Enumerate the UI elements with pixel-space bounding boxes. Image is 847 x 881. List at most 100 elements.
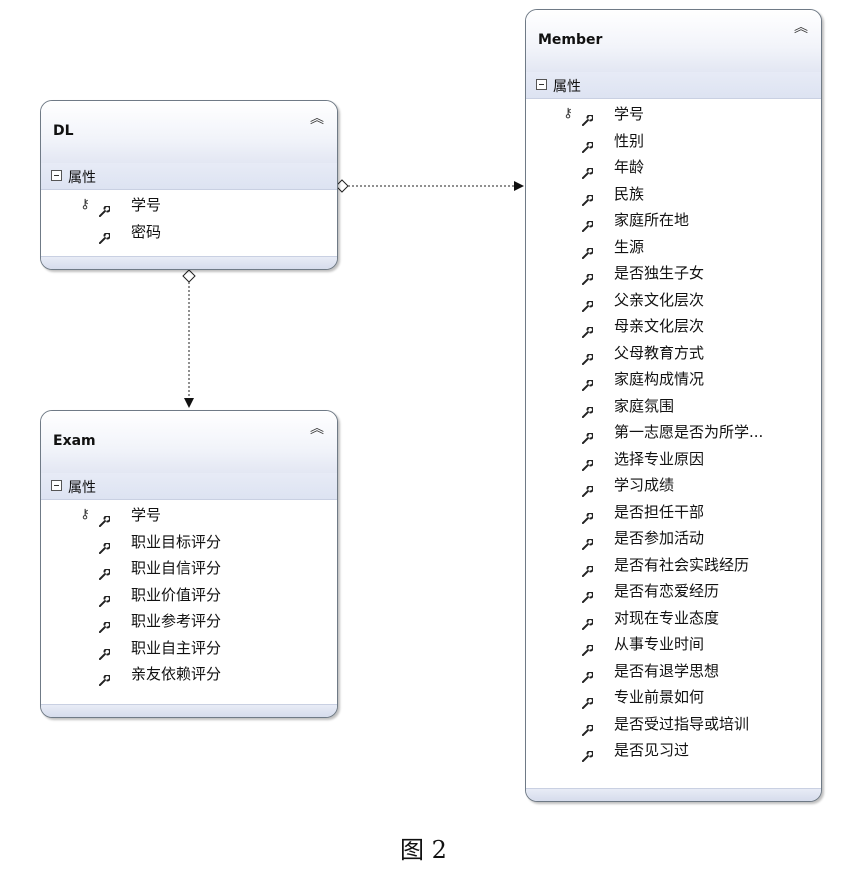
property-row[interactable]: 选择专业原因 (526, 446, 821, 473)
property-name: 对现在专业态度 (614, 608, 720, 627)
wrench-icon (98, 536, 111, 554)
entity-member[interactable]: Member ︽ 属性 ⚷学号性别年龄民族家庭所在地生源是否独生子女父亲文化层次… (525, 9, 822, 802)
property-row[interactable]: 父母教育方式 (526, 340, 821, 367)
properties-section[interactable]: 属性 (41, 163, 337, 190)
section-label: 属性 (68, 170, 96, 186)
property-name: 职业自主评分 (131, 638, 222, 657)
property-name: 性别 (614, 131, 645, 150)
property-row[interactable]: 密码 (41, 219, 337, 246)
property-row[interactable]: 第一志愿是否为所学... (526, 419, 821, 446)
property-row[interactable]: 是否有社会实践经历 (526, 552, 821, 579)
property-name: 母亲文化层次 (614, 317, 705, 335)
property-name: 是否见习过 (614, 741, 690, 759)
property-name: 年龄 (614, 158, 645, 176)
property-name: 学号 (131, 196, 162, 214)
properties-section[interactable]: 属性 (41, 473, 337, 500)
wrench-icon (581, 108, 594, 127)
wrench-icon (98, 226, 111, 244)
entity-header: Exam ︽ (41, 411, 337, 473)
entity-dl[interactable]: DL ︽ 属性 ⚷ 学号密码 (40, 100, 338, 270)
property-row[interactable]: 对现在专业态度 (526, 605, 821, 632)
wrench-icon (581, 559, 594, 577)
wrench-icon (581, 400, 594, 418)
property-row[interactable]: 职业自信评分 (41, 555, 337, 582)
property-name: 第一志愿是否为所学... (614, 423, 764, 441)
property-row[interactable]: 是否受过指导或培训 (526, 711, 821, 738)
entity-footer (41, 256, 337, 269)
property-name: 是否参加活动 (614, 529, 705, 547)
entity-exam[interactable]: Exam ︽ 属性 ⚷ 学号职业目标评分职业自信评分职业价值评分职业参考评分职业自… (40, 410, 338, 718)
entity-title: DL (53, 123, 74, 139)
wrench-icon (581, 294, 594, 312)
property-row[interactable]: 生源 (526, 234, 821, 261)
property-row[interactable]: 是否独生子女 (526, 260, 821, 287)
property-row[interactable]: 父亲文化层次 (526, 287, 821, 314)
property-row[interactable]: 职业自主评分 (41, 635, 337, 662)
property-row[interactable]: 亲友依赖评分 (41, 661, 337, 688)
property-row[interactable]: 是否参加活动 (526, 525, 821, 552)
property-name: 职业目标评分 (131, 532, 222, 551)
wrench-icon (581, 347, 594, 365)
property-name: 是否独生子女 (614, 264, 705, 282)
wrench-icon (581, 161, 594, 180)
key-icon: ⚷ (563, 106, 573, 121)
property-name: 是否担任干部 (614, 502, 705, 521)
wrench-icon (581, 612, 594, 630)
wrench-icon (98, 642, 111, 660)
wrench-icon (98, 668, 111, 687)
wrench-icon (98, 509, 111, 528)
property-list: ⚷ 学号密码 (41, 190, 337, 245)
property-row[interactable]: 是否见习过 (526, 737, 821, 764)
double-chevron-up-icon[interactable]: ︽ (310, 111, 324, 127)
key-icon: ⚷ (80, 197, 90, 212)
property-row[interactable]: 职业价值评分 (41, 582, 337, 609)
wrench-icon (581, 506, 594, 524)
property-row[interactable]: 职业目标评分 (41, 529, 337, 556)
property-row[interactable]: 是否有退学思想 (526, 658, 821, 685)
property-row[interactable]: 学习成绩 (526, 472, 821, 499)
connector-dl-exam[interactable] (182, 269, 196, 408)
property-name: 父母教育方式 (614, 343, 705, 362)
property-name: 选择专业原因 (614, 449, 705, 468)
wrench-icon (581, 585, 594, 604)
property-name: 学号 (614, 105, 645, 123)
property-name: 是否受过指导或培训 (614, 714, 750, 733)
property-row[interactable]: ⚷ 学号 (41, 192, 337, 219)
properties-section[interactable]: 属性 (526, 72, 821, 99)
property-row[interactable]: 家庭所在地 (526, 207, 821, 234)
wrench-icon (581, 691, 594, 710)
connector-dl-member[interactable] (335, 179, 524, 193)
wrench-icon (98, 615, 111, 634)
minus-box-icon[interactable] (51, 170, 62, 181)
double-chevron-up-icon[interactable]: ︽ (310, 421, 324, 437)
wrench-icon (581, 665, 594, 683)
property-row[interactable]: 家庭构成情况 (526, 366, 821, 393)
property-row[interactable]: 职业参考评分 (41, 608, 337, 635)
property-row[interactable]: 是否有恋爱经历 (526, 578, 821, 605)
double-chevron-up-icon[interactable]: ︽ (794, 20, 808, 36)
minus-box-icon[interactable] (536, 79, 547, 90)
property-row[interactable]: 年龄 (526, 154, 821, 181)
property-row[interactable]: 专业前景如何 (526, 684, 821, 711)
property-name: 学号 (131, 506, 162, 524)
property-row[interactable]: 从事专业时间 (526, 631, 821, 658)
section-label: 属性 (68, 480, 96, 496)
property-name: 职业参考评分 (131, 612, 222, 630)
wrench-icon (581, 532, 594, 551)
wrench-icon (581, 718, 594, 736)
property-row[interactable]: 民族 (526, 181, 821, 208)
wrench-icon (581, 453, 594, 471)
property-row[interactable]: ⚷ 学号 (41, 502, 337, 529)
property-name: 家庭氛围 (614, 396, 675, 415)
property-row[interactable]: 母亲文化层次 (526, 313, 821, 340)
entity-footer (526, 788, 821, 801)
entity-header: DL ︽ (41, 101, 337, 163)
property-row[interactable]: ⚷ 学号 (526, 101, 821, 128)
key-icon: ⚷ (80, 507, 90, 522)
property-name: 父亲文化层次 (614, 290, 705, 309)
property-row[interactable]: 性别 (526, 128, 821, 155)
wrench-icon (581, 135, 594, 153)
property-row[interactable]: 是否担任干部 (526, 499, 821, 526)
minus-box-icon[interactable] (51, 480, 62, 491)
property-row[interactable]: 家庭氛围 (526, 393, 821, 420)
